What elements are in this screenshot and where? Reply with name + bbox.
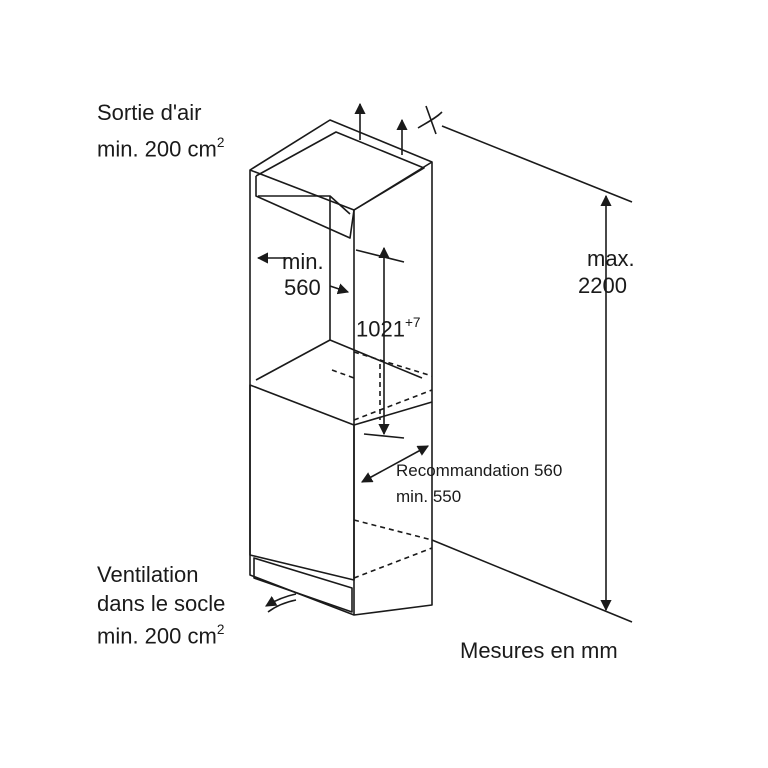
- max-height-ext-top: [441, 125, 633, 203]
- max-height-label: max.: [587, 246, 635, 271]
- top-shelf: [258, 195, 351, 215]
- niche-height-tolerance: +7: [404, 315, 421, 330]
- air-outlet-area-exp: 2: [216, 135, 225, 150]
- niche-divider: [255, 339, 331, 381]
- niche-height-label: 1021+7: [356, 316, 421, 341]
- max-height-value: 2200: [578, 273, 627, 298]
- air-flow-arrow-icon: [417, 105, 443, 135]
- air-outlet-area-value: min. 200 cm: [97, 136, 217, 162]
- air-flow-arrow-icon: [267, 599, 297, 613]
- depth-min-label: min. 550: [396, 487, 462, 506]
- niche-height-ext: [355, 249, 405, 263]
- air-outlet-area: min. 200 cm2: [97, 136, 224, 161]
- niche-height-value: 1021: [356, 316, 405, 342]
- depth-dim: [361, 445, 429, 483]
- cabinet-outline: [249, 119, 433, 616]
- ventilation-title: Ventilation: [97, 562, 199, 587]
- air-outlet-title: Sortie d'air: [97, 100, 202, 125]
- ventilation-area-exp: 2: [216, 622, 225, 637]
- ventilation-location: dans le socle: [97, 591, 226, 616]
- cabinet-top-front-edge: [249, 161, 433, 211]
- width-dim-line: [329, 283, 350, 295]
- niche-back: [329, 196, 423, 379]
- width-min-label: min.: [282, 249, 324, 274]
- appliance-side: [353, 401, 433, 426]
- units-note: Mesures en mm: [460, 638, 618, 663]
- max-height-ext-bottom: [431, 539, 633, 623]
- top-opening: [255, 131, 425, 239]
- depth-recommend-label: Recommandation 560: [396, 461, 563, 480]
- width-min-value: 560: [284, 275, 321, 300]
- ventilation-area-value: min. 200 cm: [97, 623, 217, 649]
- appliance-front: [249, 384, 355, 581]
- plinth: [253, 557, 353, 613]
- ventilation-area: min. 200 cm2: [97, 623, 224, 648]
- niche-height-ext: [363, 433, 405, 439]
- air-flow-arrow-icon: [265, 593, 297, 607]
